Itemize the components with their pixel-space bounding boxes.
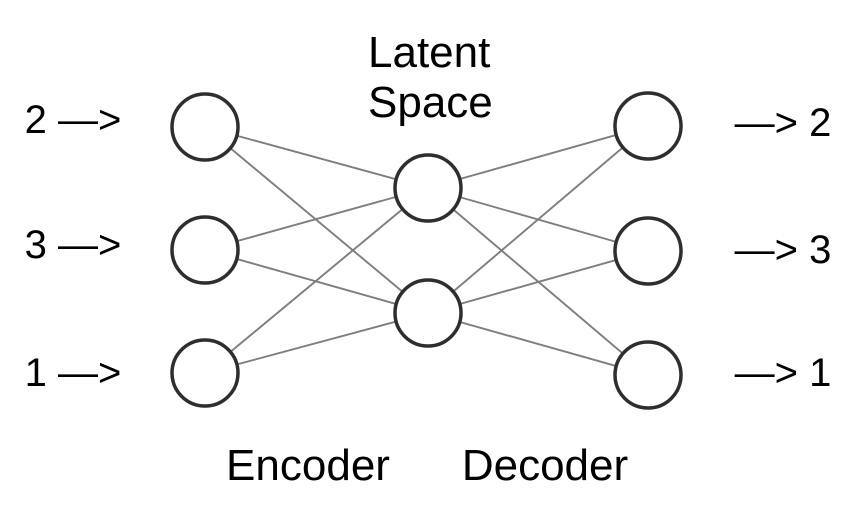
latent-title-line-2: Space xyxy=(368,78,493,127)
edge-latent1-output2 xyxy=(427,125,649,189)
edge-input2-latent2 xyxy=(204,126,429,314)
edge-input1-latent1 xyxy=(204,187,429,374)
latent-node-1 xyxy=(393,153,463,223)
input-label-3: 3 —> xyxy=(24,223,122,267)
output-label-2: —> 2 xyxy=(734,101,832,145)
input-node-2 xyxy=(170,92,240,162)
edge-latent2-output1 xyxy=(427,312,649,376)
output-node-3 xyxy=(613,216,683,286)
latent-title-line-1: Latent xyxy=(368,28,491,77)
edge-latent2-output2 xyxy=(427,125,649,314)
latent-space-title: Latent Space xyxy=(368,28,493,128)
edge-input1-latent2 xyxy=(204,312,429,374)
latent-node-2 xyxy=(393,278,463,348)
input-label-2: 2 —> xyxy=(24,98,122,142)
output-node-1 xyxy=(613,340,683,410)
nodes xyxy=(170,91,683,410)
edge-input2-latent1 xyxy=(204,126,429,189)
output-node-2 xyxy=(613,91,683,161)
input-node-3 xyxy=(170,215,240,285)
edge-input3-latent1 xyxy=(204,187,429,251)
decoder-label: Decoder xyxy=(461,441,629,490)
encoder-label: Encoder xyxy=(226,441,390,490)
input-label-1: 1 —> xyxy=(24,351,122,395)
edge-latent2-output3 xyxy=(427,250,649,314)
input-node-1 xyxy=(170,338,240,408)
output-label-3: —> 3 xyxy=(734,228,832,272)
edges xyxy=(204,125,649,376)
output-label-1: —> 1 xyxy=(734,351,832,395)
